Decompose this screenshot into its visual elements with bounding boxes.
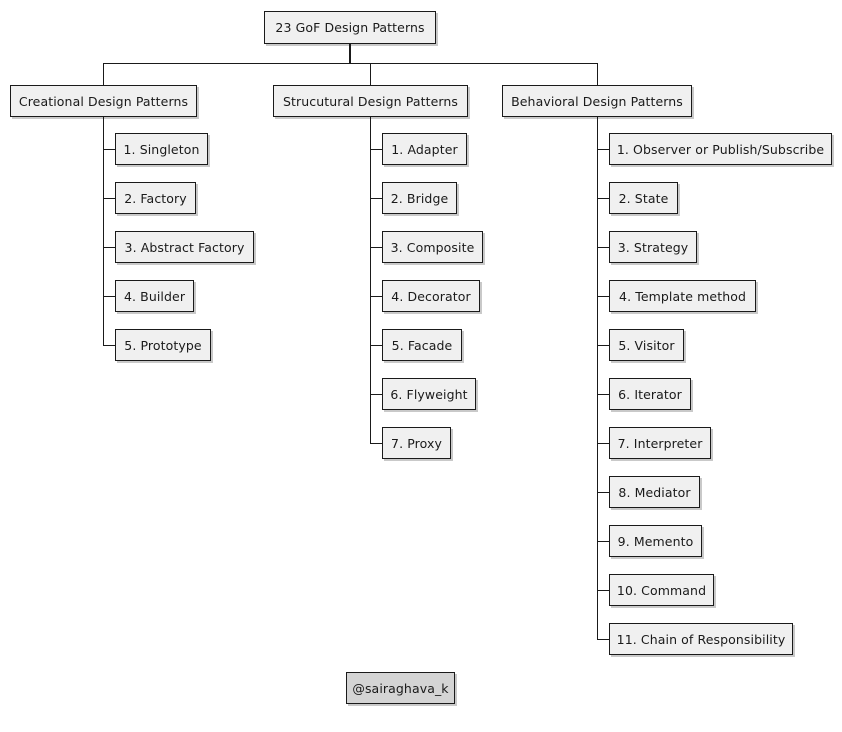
- leaf-node-label: 1. Adapter: [391, 141, 458, 157]
- elbow-connector: [103, 246, 115, 248]
- attribution-node[interactable]: @sairaghava_k: [346, 672, 455, 704]
- elbow-connector: [103, 295, 115, 297]
- branch-drop-connector-behavioral: [597, 63, 599, 85]
- leaf-node-state[interactable]: 2. State: [609, 182, 678, 214]
- attribution-label: @sairaghava_k: [352, 680, 449, 696]
- leaf-node-label: 3. Strategy: [617, 239, 689, 255]
- elbow-connector: [597, 246, 609, 248]
- leaf-node-label: 4. Decorator: [391, 288, 471, 304]
- elbow-connector: [370, 295, 382, 297]
- spine-connector-structural: [370, 117, 372, 444]
- root-node-label: 23 GoF Design Patterns: [275, 20, 425, 35]
- elbow-connector: [370, 197, 382, 199]
- leaf-node-proxy[interactable]: 7. Proxy: [382, 427, 451, 459]
- elbow-connector: [370, 393, 382, 395]
- leaf-node-mediator[interactable]: 8. Mediator: [609, 476, 700, 508]
- leaf-node-bridge[interactable]: 2. Bridge: [382, 182, 457, 214]
- elbow-connector: [597, 393, 609, 395]
- leaf-node-label: 1. Singleton: [123, 141, 200, 157]
- leaf-node-label: 2. Factory: [124, 190, 187, 206]
- elbow-connector: [597, 638, 609, 640]
- leaf-node-label: 4. Template method: [619, 288, 746, 304]
- leaf-node-label: 5. Prototype: [124, 337, 202, 353]
- elbow-connector: [597, 197, 609, 199]
- elbow-connector: [370, 442, 382, 444]
- leaf-node-label: 3. Composite: [390, 239, 475, 255]
- root-stem-connector: [349, 44, 351, 64]
- leaf-node-observer[interactable]: 1. Observer or Publish/Subscribe: [609, 133, 832, 165]
- leaf-node-command[interactable]: 10. Command: [609, 574, 714, 606]
- leaf-node-composite[interactable]: 3. Composite: [382, 231, 483, 263]
- elbow-connector: [597, 442, 609, 444]
- leaf-node-strategy[interactable]: 3. Strategy: [609, 231, 697, 263]
- leaf-node-prototype[interactable]: 5. Prototype: [115, 329, 211, 361]
- elbow-connector: [597, 540, 609, 542]
- leaf-node-facade[interactable]: 5. Facade: [382, 329, 462, 361]
- leaf-node-label: 5. Visitor: [618, 337, 675, 353]
- leaf-node-adapter[interactable]: 1. Adapter: [382, 133, 467, 165]
- elbow-connector: [597, 589, 609, 591]
- branch-drop-connector-structural: [370, 63, 372, 85]
- leaf-node-label: 9. Memento: [617, 533, 694, 549]
- branch-node-label: Behavioral Design Patterns: [511, 93, 683, 109]
- leaf-node-template-method[interactable]: 4. Template method: [609, 280, 756, 312]
- leaf-node-label: 4. Builder: [123, 288, 186, 304]
- root-node-gof-design-patterns[interactable]: 23 GoF Design Patterns: [264, 11, 436, 44]
- elbow-connector: [103, 148, 115, 150]
- elbow-connector: [103, 344, 115, 346]
- leaf-node-chain-of-responsibility[interactable]: 11. Chain of Responsibility: [609, 623, 793, 655]
- leaf-node-label: 8. Mediator: [618, 484, 691, 500]
- branch-node-structural[interactable]: Strucutural Design Patterns: [273, 85, 468, 117]
- leaf-node-label: 6. Flyweight: [390, 386, 468, 402]
- leaf-node-label: 3. Abstract Factory: [124, 239, 245, 255]
- leaf-node-label: 7. Interpreter: [617, 435, 703, 451]
- leaf-node-label: 1. Observer or Publish/Subscribe: [616, 141, 825, 157]
- leaf-node-iterator[interactable]: 6. Iterator: [609, 378, 691, 410]
- leaf-node-abstract-factory[interactable]: 3. Abstract Factory: [115, 231, 254, 263]
- leaf-node-decorator[interactable]: 4. Decorator: [382, 280, 480, 312]
- leaf-node-builder[interactable]: 4. Builder: [115, 280, 194, 312]
- elbow-connector: [597, 491, 609, 493]
- branch-drop-connector-creational: [103, 63, 105, 85]
- branch-node-label: Strucutural Design Patterns: [282, 93, 459, 109]
- elbow-connector: [370, 344, 382, 346]
- leaf-node-label: 2. Bridge: [390, 190, 449, 206]
- root-bus-connector: [103, 63, 598, 65]
- elbow-connector: [103, 197, 115, 199]
- leaf-node-flyweight[interactable]: 6. Flyweight: [382, 378, 476, 410]
- spine-connector-creational: [103, 117, 105, 346]
- spine-connector-behavioral: [597, 117, 599, 640]
- leaf-node-memento[interactable]: 9. Memento: [609, 525, 702, 557]
- elbow-connector: [370, 148, 382, 150]
- leaf-node-label: 2. State: [618, 190, 669, 206]
- leaf-node-visitor[interactable]: 5. Visitor: [609, 329, 684, 361]
- leaf-node-label: 6. Iterator: [618, 386, 682, 402]
- branch-node-behavioral[interactable]: Behavioral Design Patterns: [502, 85, 692, 117]
- elbow-connector: [370, 246, 382, 248]
- branch-node-creational[interactable]: Creational Design Patterns: [10, 85, 197, 117]
- leaf-node-label: 11. Chain of Responsibility: [616, 631, 786, 647]
- elbow-connector: [597, 344, 609, 346]
- leaf-node-label: 10. Command: [616, 582, 707, 598]
- elbow-connector: [597, 148, 609, 150]
- leaf-node-interpreter[interactable]: 7. Interpreter: [609, 427, 711, 459]
- branch-node-label: Creational Design Patterns: [18, 93, 189, 109]
- elbow-connector: [597, 295, 609, 297]
- leaf-node-factory[interactable]: 2. Factory: [115, 182, 196, 214]
- leaf-node-label: 5. Facade: [391, 337, 453, 353]
- leaf-node-singleton[interactable]: 1. Singleton: [115, 133, 208, 165]
- leaf-node-label: 7. Proxy: [391, 435, 442, 451]
